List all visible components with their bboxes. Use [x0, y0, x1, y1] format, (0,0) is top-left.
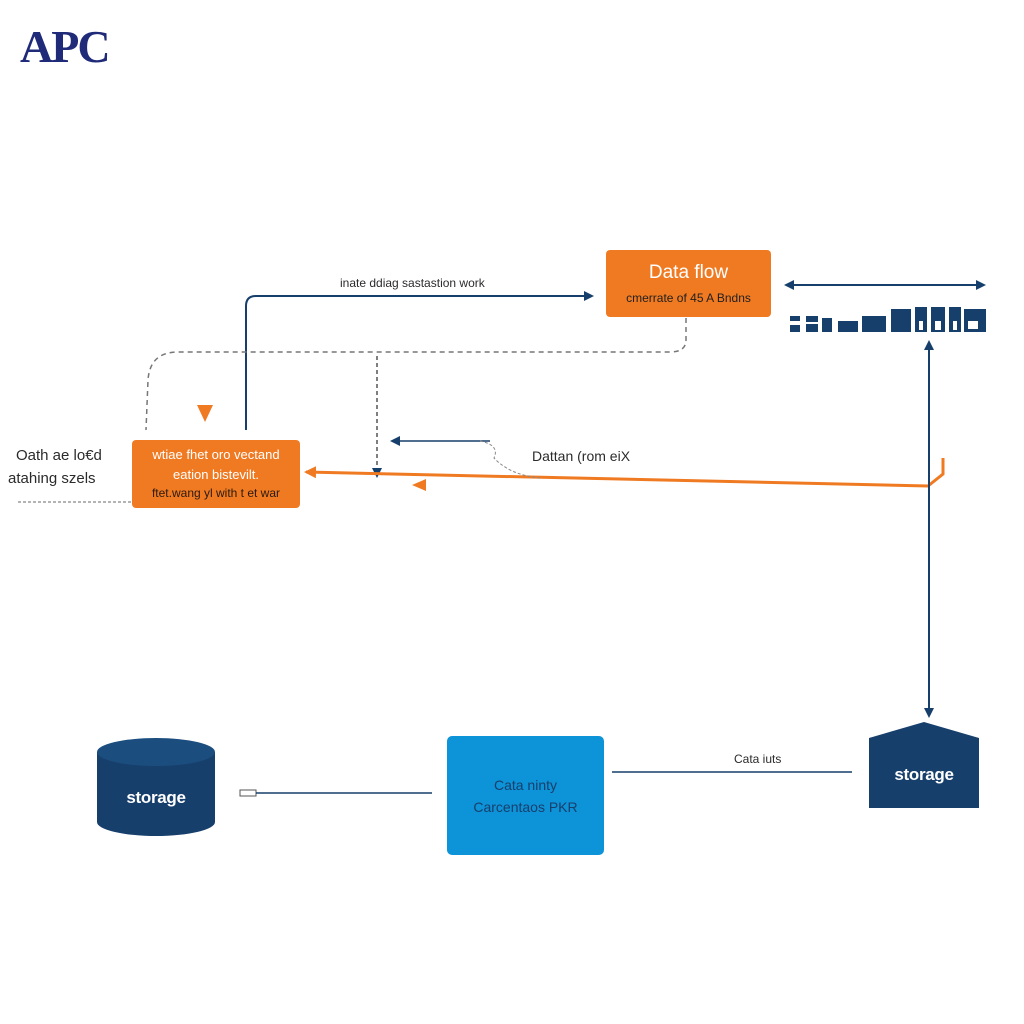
left-box-line1: wtiae fhet oro vectand: [152, 447, 280, 462]
left-label-line1: Oath ae lo€d: [16, 447, 102, 464]
data-flow-box: Data flow cmerrate of 45 A Bndns: [606, 250, 771, 317]
orange-triangle-marker: [197, 405, 213, 422]
orange-return-line: [304, 458, 945, 488]
data-flow-subtitle: cmerrate of 45 A Bndns: [626, 290, 751, 305]
bar-chart-icon: [790, 307, 986, 332]
storage-left-cylinder: [97, 738, 215, 836]
center-process-box: Cata ninty Carcentaos PKR: [447, 736, 604, 855]
storage-right-label: storage: [894, 765, 954, 784]
left-process-box: wtiae fhet oro vectand eation bistevilt.…: [132, 440, 300, 508]
center-box-line2: Carcentaos PKR: [473, 798, 578, 815]
bottom-right-line-label: Cata iuts: [734, 752, 782, 766]
mid-arrow-label: Dattan (rom eiX: [532, 448, 631, 464]
mid-dashed-curve: [479, 440, 541, 479]
storage-left-label: storage: [126, 788, 186, 807]
apc-logo: APC: [20, 21, 111, 72]
dashed-loop: [145, 318, 687, 431]
data-flow-title: Data flow: [648, 261, 729, 283]
orange-mid-arrowhead: [412, 479, 426, 491]
center-box-line1: Cata ninty: [493, 776, 558, 793]
top-arrow-label: inate ddiag sastastion work: [340, 276, 485, 290]
left-box-line2: eation bistevilt.: [173, 467, 259, 482]
storage-right-shape: [869, 722, 979, 808]
top-flow-arrow: [245, 291, 594, 430]
left-box-line3: ftet.wang yl with t et war: [151, 486, 281, 500]
connector-plug: [239, 789, 257, 797]
left-label-line2: atahing szels: [8, 470, 96, 487]
